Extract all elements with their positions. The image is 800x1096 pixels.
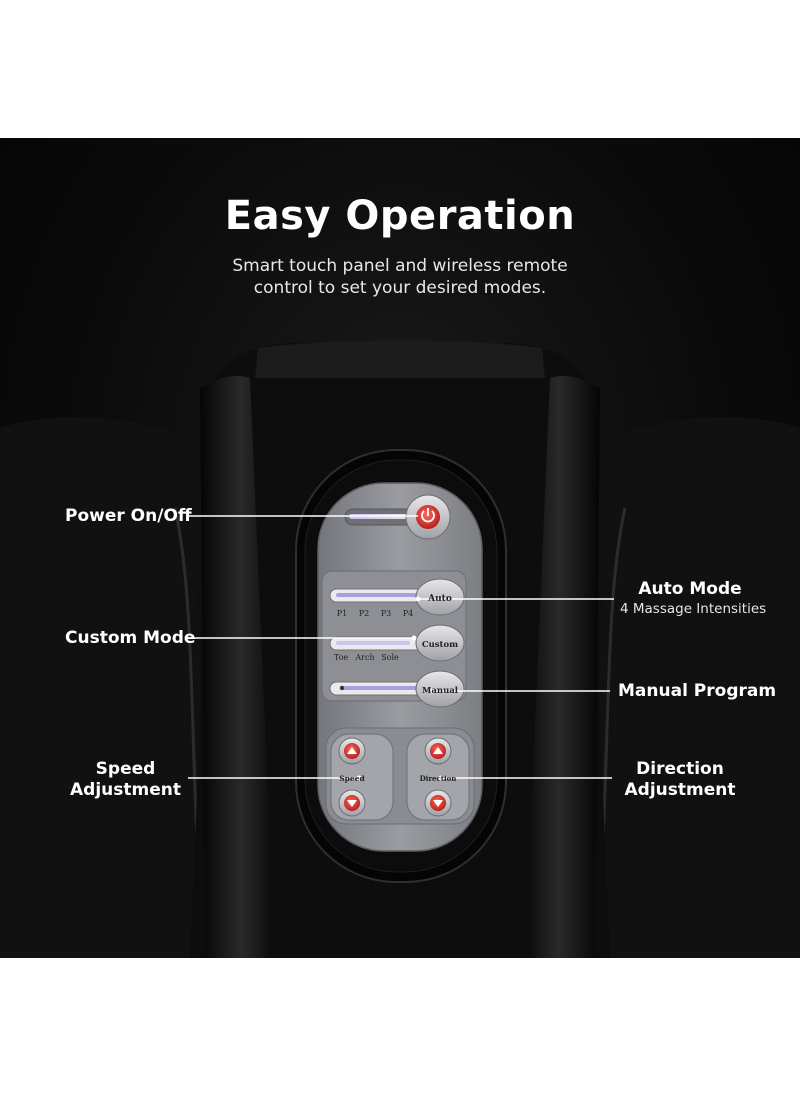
callout-direction-line-1: Direction xyxy=(636,759,724,779)
callout-auto-intensities: 4 Massage Intensities xyxy=(620,601,767,617)
subtitle-line-2: control to set your desired modes. xyxy=(253,278,547,298)
custom-zone-arch: Arch xyxy=(354,653,374,662)
power-icon[interactable] xyxy=(416,505,440,529)
auto-level-p1: P1 xyxy=(337,609,347,618)
arrow-up-icon xyxy=(433,747,443,754)
product-stage: Auto P1 P2 P3 P4 Custom Toe Arch Sole Ma… xyxy=(0,138,800,958)
auto-level-p4: P4 xyxy=(403,609,413,618)
custom-zone-sole: Sole xyxy=(381,653,399,662)
custom-zone-toe: Toe xyxy=(334,653,349,662)
callout-custom-mode: Custom Mode xyxy=(65,628,196,648)
subtitle-line-1: Smart touch panel and wireless remote xyxy=(232,256,568,276)
foot-massager-illustration: Auto P1 P2 P3 P4 Custom Toe Arch Sole Ma… xyxy=(0,340,800,958)
manual-button[interactable]: Manual xyxy=(422,686,459,696)
arrow-up-icon xyxy=(347,747,357,754)
callout-speed-line-1: Speed xyxy=(95,759,156,779)
auto-button[interactable]: Auto xyxy=(427,594,452,604)
callout-auto-mode: Auto Mode xyxy=(638,579,742,599)
callout-speed-line-2: Adjustment xyxy=(70,780,181,800)
callout-power: Power On/Off xyxy=(65,506,192,526)
auto-level-p2: P2 xyxy=(359,609,369,618)
arrow-down-icon xyxy=(433,800,443,807)
direction-panel-label: Direction xyxy=(420,774,457,783)
callout-direction-line-2: Adjustment xyxy=(624,780,736,800)
custom-button[interactable]: Custom xyxy=(422,640,458,650)
page-title: Easy Operation xyxy=(224,193,576,239)
speed-panel-label: Speed xyxy=(339,774,365,783)
arrow-down-icon xyxy=(347,800,357,807)
callout-manual-program: Manual Program xyxy=(618,681,777,701)
auto-level-p3: P3 xyxy=(381,609,391,618)
